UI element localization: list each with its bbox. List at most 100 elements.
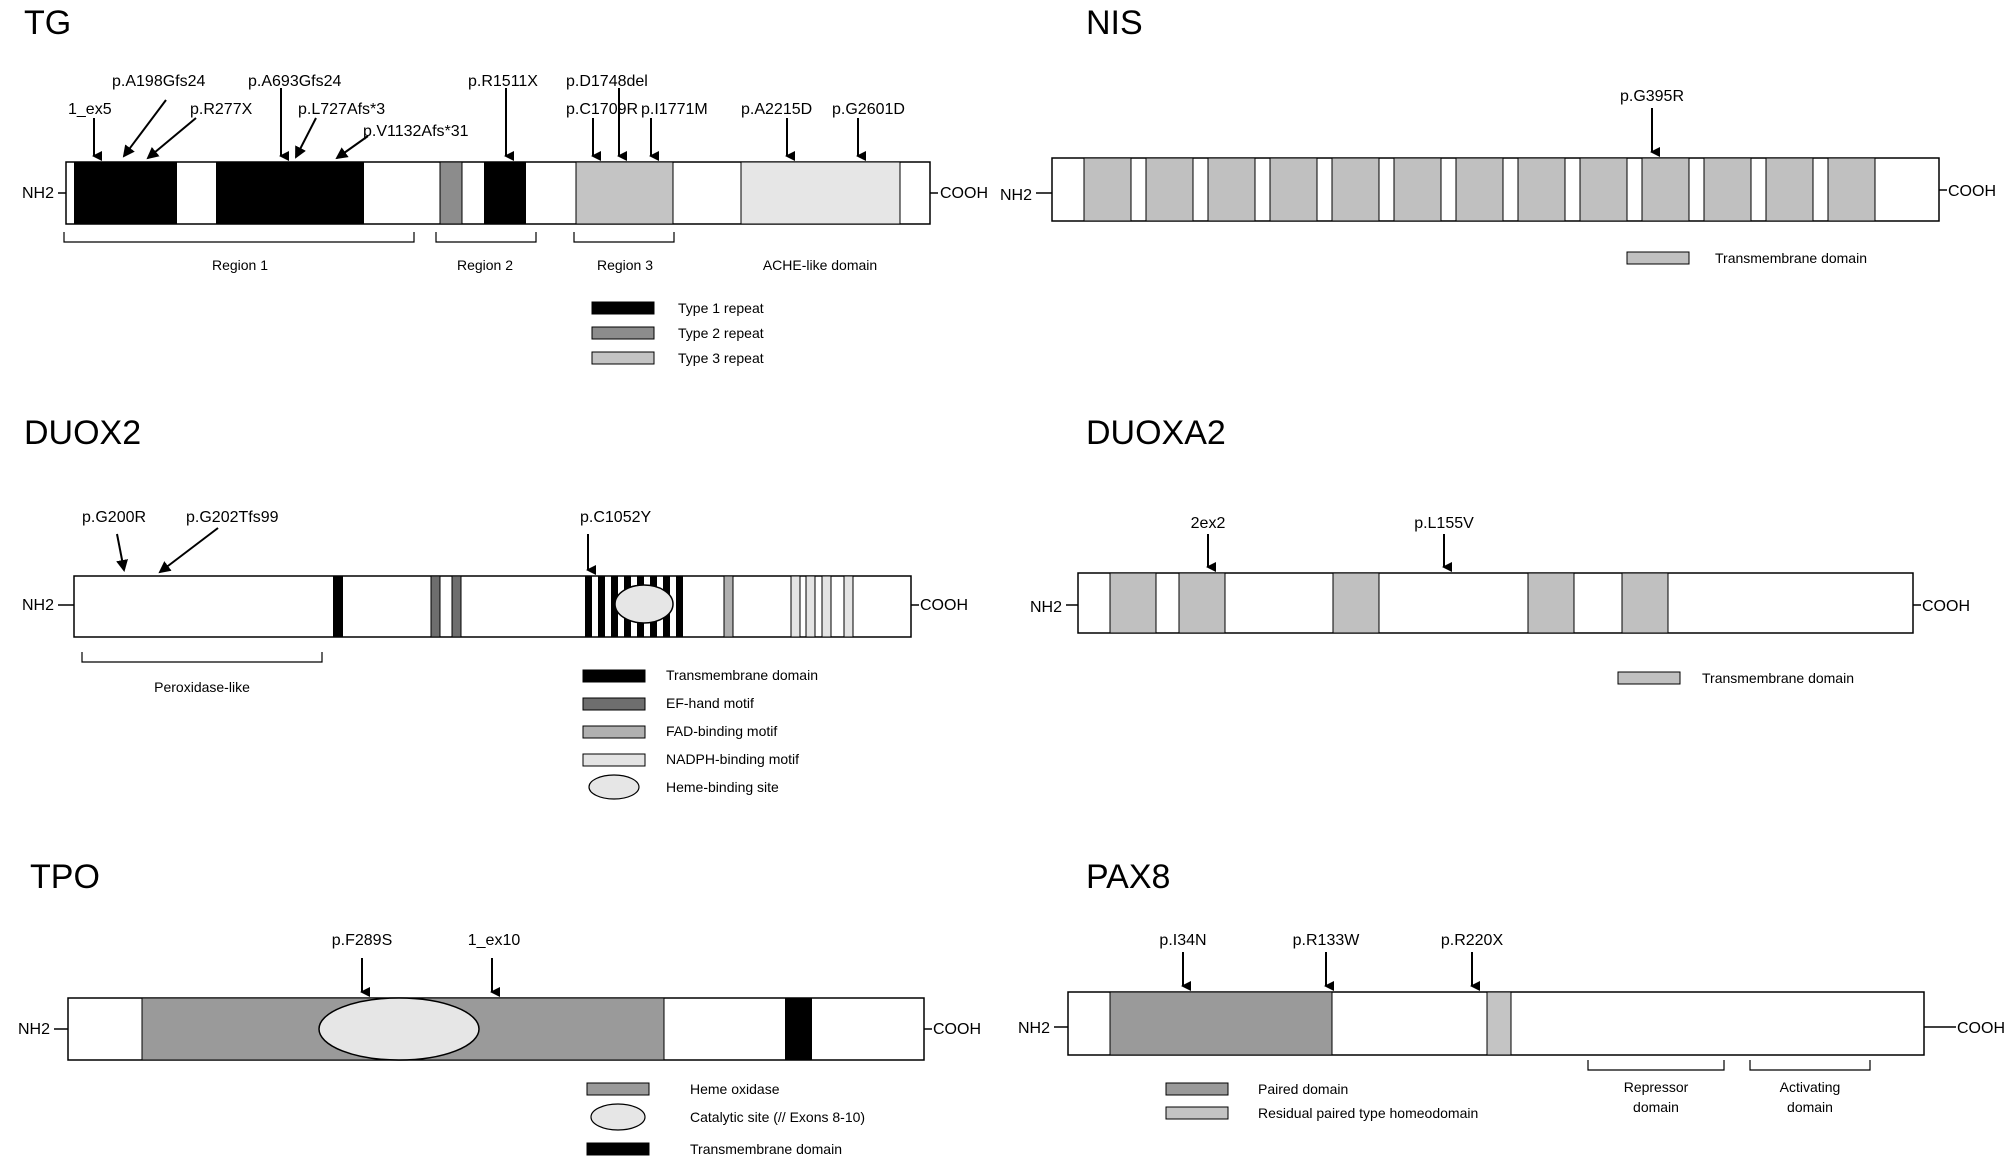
legend-label: Transmembrane domain bbox=[690, 1141, 842, 1157]
mutation-label: p.L155V bbox=[1414, 515, 1474, 532]
legend-swatch bbox=[582, 725, 646, 739]
ef-hand-motif bbox=[451, 575, 462, 638]
type1-repeat bbox=[484, 162, 526, 224]
panel-title: TG bbox=[24, 4, 71, 42]
legend-label: Type 1 repeat bbox=[678, 300, 764, 316]
legend-label: Transmembrane domain bbox=[666, 667, 818, 683]
nadph-binding-motif bbox=[790, 575, 801, 638]
panel-duox2: DUOX2 NH2 COOH bbox=[22, 414, 968, 800]
legend-label: Type 2 repeat bbox=[678, 325, 764, 341]
transmembrane-domain bbox=[1641, 157, 1690, 222]
cooh-label: COOH bbox=[1948, 183, 1996, 200]
legend-swatch bbox=[1165, 1082, 1229, 1096]
mutation-label: 1_ex10 bbox=[468, 932, 521, 949]
legend-label: Transmembrane domain bbox=[1702, 670, 1854, 686]
legend-swatch bbox=[591, 326, 655, 340]
legend-label: NADPH-binding motif bbox=[666, 751, 799, 767]
catalytic-site bbox=[318, 997, 480, 1061]
nh2-label: NH2 bbox=[22, 185, 54, 202]
transmembrane-domain bbox=[1621, 572, 1669, 634]
panel-title: PAX8 bbox=[1086, 858, 1170, 896]
ache-like-domain bbox=[740, 161, 901, 225]
mutation-label: p.F289S bbox=[332, 932, 392, 949]
region-bracket bbox=[1587, 1060, 1725, 1071]
region-label: domain bbox=[1633, 1099, 1679, 1115]
transmembrane-domain bbox=[1083, 157, 1132, 222]
legend-label: Catalytic site (// Exons 8-10) bbox=[690, 1109, 865, 1125]
type3-repeat bbox=[575, 161, 674, 225]
legend-swatch bbox=[582, 697, 646, 711]
legend-label: FAD-binding motif bbox=[666, 723, 777, 739]
panel-title: DUOXA2 bbox=[1086, 414, 1226, 452]
mutation-label: p.D1748del bbox=[566, 73, 648, 90]
panel-pax8: PAX8 NH2 COOH p.I34N p.R133W p.R220X Rep… bbox=[1018, 858, 2005, 1121]
heme-binding-site bbox=[614, 584, 674, 624]
transmembrane-domain bbox=[1145, 157, 1194, 222]
mutation-arrow bbox=[158, 527, 219, 574]
legend-swatch bbox=[1626, 251, 1690, 265]
mutation-label: p.R277X bbox=[190, 101, 253, 118]
cooh-label: COOH bbox=[1957, 1020, 2005, 1037]
panel-nis: NIS NH2 COOH p.G395R Transmembrane domai… bbox=[1000, 4, 1996, 266]
paired-domain bbox=[1109, 991, 1333, 1056]
type2-repeat bbox=[439, 161, 463, 225]
residual-paired-homeodomain bbox=[1486, 991, 1512, 1056]
legend-label: Type 3 repeat bbox=[678, 350, 764, 366]
legend-swatch bbox=[590, 1103, 646, 1131]
type1-repeat bbox=[216, 162, 364, 224]
panel-duoxa2: DUOXA2 NH2 COOH 2ex2 p.L155V Transmembra… bbox=[1030, 414, 1970, 686]
mutation-label: 2ex2 bbox=[1191, 515, 1226, 532]
nh2-label: NH2 bbox=[1030, 599, 1062, 616]
transmembrane-domain bbox=[1269, 157, 1318, 222]
protein-bar bbox=[73, 575, 912, 638]
transmembrane-domain bbox=[585, 576, 592, 637]
mutation-label: 1_ex5 bbox=[68, 101, 112, 118]
ef-hand-motif bbox=[430, 575, 441, 638]
nh2-label: NH2 bbox=[18, 1021, 50, 1038]
legend-swatch bbox=[586, 1142, 650, 1156]
region-bracket bbox=[435, 232, 537, 243]
mutation-label: p.G200R bbox=[82, 509, 146, 526]
mutation-arrow bbox=[116, 533, 128, 572]
transmembrane-domain bbox=[1207, 157, 1256, 222]
legend-swatch bbox=[582, 669, 646, 683]
transmembrane-domain bbox=[598, 576, 605, 637]
nadph-binding-motif bbox=[821, 575, 832, 638]
legend-swatch bbox=[591, 301, 655, 315]
transmembrane-domain bbox=[1517, 157, 1566, 222]
legend-label: Heme-binding site bbox=[666, 779, 779, 795]
legend-swatch bbox=[591, 351, 655, 365]
region-label: Repressor bbox=[1624, 1079, 1689, 1095]
transmembrane-domain bbox=[1455, 157, 1504, 222]
legend-label: Heme oxidase bbox=[690, 1081, 780, 1097]
mutation-label: p.G395R bbox=[1620, 88, 1684, 105]
legend-label: Residual paired type homeodomain bbox=[1258, 1105, 1478, 1121]
fad-binding-motif bbox=[723, 575, 734, 638]
transmembrane-domain bbox=[333, 576, 343, 637]
transmembrane-domain bbox=[1703, 157, 1752, 222]
region-label: Region 2 bbox=[457, 257, 513, 273]
nadph-binding-motif bbox=[805, 575, 816, 638]
legend-label: EF-hand motif bbox=[666, 695, 754, 711]
region-label: domain bbox=[1787, 1099, 1833, 1115]
mutation-label: p.A2215D bbox=[741, 101, 812, 118]
region-label: Activating bbox=[1780, 1079, 1841, 1095]
panel-title: DUOX2 bbox=[24, 414, 141, 452]
cooh-label: COOH bbox=[940, 185, 988, 202]
mutation-label: p.V1132Afs*31 bbox=[363, 123, 469, 140]
legend-swatch bbox=[1617, 671, 1681, 685]
mutation-label: p.C1052Y bbox=[580, 509, 651, 526]
transmembrane-domain bbox=[1393, 157, 1442, 222]
mutation-label: p.G202Tfs99 bbox=[186, 509, 279, 526]
transmembrane-domain bbox=[1331, 157, 1380, 222]
mutation-arrow bbox=[122, 99, 167, 158]
transmembrane-domain bbox=[785, 998, 812, 1060]
mutation-label: p.G2601D bbox=[832, 101, 905, 118]
region-bracket bbox=[573, 232, 675, 243]
region-bracket bbox=[81, 652, 323, 663]
nh2-label: NH2 bbox=[1018, 1020, 1050, 1037]
nh2-label: NH2 bbox=[1000, 187, 1032, 204]
region-bracket bbox=[1749, 1060, 1871, 1071]
panel-tg: TG NH2 COOH 1_ex5 p.A198Gfs24 p.R277X bbox=[22, 4, 988, 366]
